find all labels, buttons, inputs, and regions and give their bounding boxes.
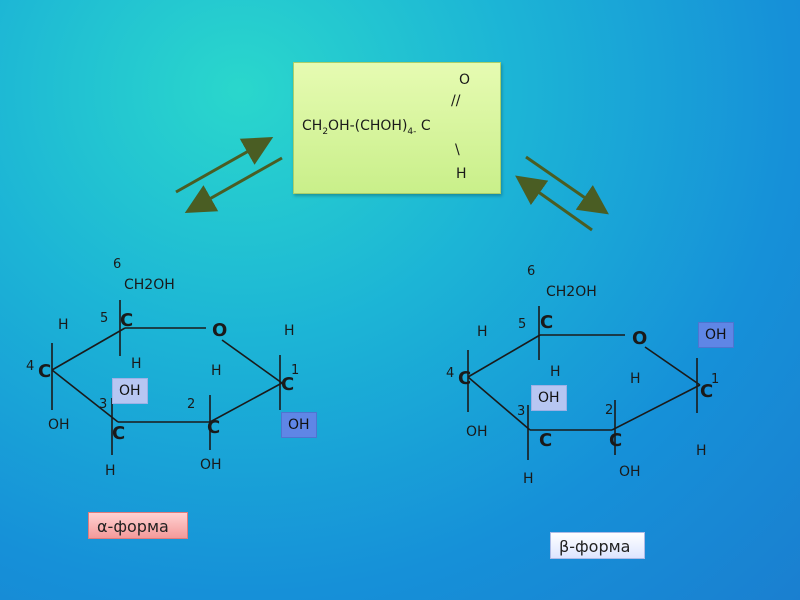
- beta-carbon-number-6: 6: [527, 264, 536, 279]
- equilibrium-arrows-right: [515, 155, 609, 232]
- beta-h1: H: [696, 443, 707, 459]
- beta-carbon-number-4: 4: [446, 366, 455, 381]
- beta-carbon-number-2: 2: [605, 403, 614, 418]
- alpha-carbon-number-6: 6: [113, 257, 122, 272]
- alpha-h5: H: [58, 317, 69, 333]
- single-bond: \: [455, 142, 460, 158]
- alpha-ring-oxygen: O: [212, 320, 228, 341]
- alpha-form-caption: α-форма: [88, 512, 188, 539]
- alpha-h1: H: [284, 323, 295, 339]
- open-chain-formula-box: O // CH2OH-(CHOH)4- C \ H: [293, 62, 501, 194]
- alpha-c3: C: [112, 423, 126, 444]
- beta-c3: C: [539, 430, 553, 451]
- alpha-h3-top: H: [131, 356, 142, 372]
- beta-ring-bonds: [467, 306, 701, 460]
- open-chain-formula: CH2OH-(CHOH)4- C: [302, 118, 431, 137]
- beta-ring-oxygen: O: [632, 328, 648, 349]
- beta-h5: H: [477, 324, 488, 340]
- alpha-c5: C: [120, 310, 134, 331]
- alpha-carbon-number-1: 1: [291, 363, 300, 378]
- alpha-carbon-number-3: 3: [99, 397, 108, 412]
- beta-carbon-number-3: 3: [517, 404, 526, 419]
- alpha-ring-bonds: [51, 300, 283, 455]
- alpha-c4: C: [38, 361, 52, 382]
- beta-oh2: OH: [619, 464, 641, 480]
- beta-oh1-highlight: OH: [698, 322, 734, 348]
- double-bond: //: [451, 93, 461, 109]
- alpha-carbon-number-2: 2: [187, 397, 196, 412]
- alpha-oh2: OH: [200, 457, 222, 473]
- beta-form-caption: β-форма: [550, 532, 645, 559]
- beta-carbon-number-5: 5: [518, 317, 527, 332]
- beta-c1: C: [700, 381, 714, 402]
- alpha-oh4: OH: [48, 417, 70, 433]
- alpha-h2-top: H: [211, 363, 222, 379]
- beta-carbon-number-1: 1: [711, 372, 720, 387]
- beta-c5: C: [540, 312, 554, 333]
- alpha-c1: C: [281, 374, 295, 395]
- beta-c2: C: [609, 430, 623, 451]
- alpha-ch2oh: CH2OH: [124, 277, 175, 293]
- beta-oh4: OH: [466, 424, 488, 440]
- beta-c4: C: [458, 368, 472, 389]
- beta-h3-top: H: [550, 364, 561, 380]
- beta-h2-top: H: [630, 371, 641, 387]
- aldehyde-oxygen: O: [459, 72, 471, 88]
- beta-ch2oh: CH2OH: [546, 284, 597, 300]
- alpha-h3-bottom: H: [105, 463, 116, 479]
- equilibrium-arrows-left: [175, 137, 283, 213]
- beta-oh3-highlight: OH: [531, 385, 567, 411]
- alpha-c2: C: [207, 417, 221, 438]
- alpha-oh3-highlight: OH: [112, 378, 148, 404]
- alpha-oh1-highlight: OH: [281, 412, 317, 438]
- beta-h3-bottom: H: [523, 471, 534, 487]
- alpha-carbon-number-4: 4: [26, 359, 35, 374]
- alpha-carbon-number-5: 5: [100, 311, 109, 326]
- aldehyde-hydrogen: H: [456, 166, 467, 182]
